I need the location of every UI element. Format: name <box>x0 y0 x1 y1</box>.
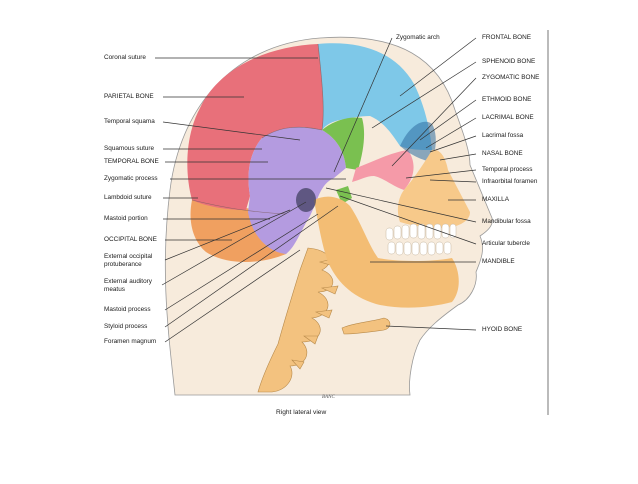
label-nasal-bone: NASAL BONE <box>482 150 523 158</box>
label-text-line2: protuberance <box>104 261 142 268</box>
label-text: Articular tubercle <box>482 240 530 247</box>
label-sphenoid-bone: SPHENOID BONE <box>482 58 535 66</box>
label-zygomatic-arch: Zygomatic arch <box>396 34 440 42</box>
leaders-left <box>155 57 346 343</box>
teeth <box>385 223 457 256</box>
label-text: Temporal process <box>482 166 533 173</box>
label-styloid-process: Styloid process <box>104 323 147 331</box>
parietal-region <box>187 44 324 210</box>
label-text: Squamous suture <box>104 145 155 152</box>
label-lambdoid-suture: Lambdoid suture <box>104 194 152 202</box>
label-text-line2: meatus <box>104 286 125 293</box>
label-lacrimal-bone: LACRIMAL BONE <box>482 114 534 122</box>
label-text: PARIETAL BONE <box>104 93 154 100</box>
label-text: Zygomatic arch <box>396 34 440 41</box>
label-ethmoid-bone: ETHMOID BONE <box>482 96 531 104</box>
label-occipital-bone: OCCIPITAL BONE <box>104 236 157 244</box>
label-text: Lacrimal fossa <box>482 132 524 139</box>
label-parietal-bone: PARIETAL BONE <box>104 93 154 101</box>
label-text: HYOID BONE <box>482 326 523 333</box>
frontal-region <box>318 43 432 151</box>
label-text: NASAL BONE <box>482 150 523 157</box>
label-infraorbital-foramen: Infraorbital foramen <box>482 178 537 186</box>
label-text: External occipital <box>104 253 153 260</box>
auditory-meatus <box>296 188 316 212</box>
label-text: ETHMOID BONE <box>482 96 532 103</box>
suture-lines <box>191 43 324 215</box>
label-maxilla: MAXILLA <box>482 196 509 204</box>
label-text: SPHENOID BONE <box>482 58 536 65</box>
orbit <box>400 121 436 162</box>
label-text: Mastoid process <box>104 306 151 313</box>
label-zygomatic-bone: ZYGOMATIC BONE <box>482 74 539 82</box>
illustrator-credit: BANC <box>322 395 335 400</box>
label-foramen-magnum: Foramen magnum <box>104 338 156 346</box>
temporal-region <box>248 127 346 254</box>
label-text: MANDIBLE <box>482 258 515 265</box>
label-text: Infraorbital foramen <box>482 178 538 185</box>
label-text: Styloid process <box>104 323 148 330</box>
mandible-region <box>314 196 459 308</box>
label-text: Temporal squama <box>104 118 155 125</box>
figure-caption: Right lateral view <box>276 409 327 416</box>
label-lacrimal-fossa: Lacrimal fossa <box>482 132 523 140</box>
label-text: TEMPORAL BONE <box>104 158 159 165</box>
hyoid <box>341 317 391 335</box>
sphenoid-region <box>322 117 365 170</box>
label-text: OCCIPITAL BONE <box>104 236 157 243</box>
label-text: LACRIMAL BONE <box>482 114 534 121</box>
label-hyoid-bone: HYOID BONE <box>482 326 522 334</box>
label-text: Zygomatic process <box>104 175 158 182</box>
label-text: FRONTAL BONE <box>482 34 531 41</box>
label-text: Foramen magnum <box>104 338 157 345</box>
label-temporal-squama: Temporal squama <box>104 118 155 126</box>
label-text: Mastoid portion <box>104 215 148 222</box>
sphenoid-lower <box>336 186 352 204</box>
label-text: External auditory <box>104 278 152 285</box>
label-frontal-bone: FRONTAL BONE <box>482 34 531 42</box>
label-mastoid-process: Mastoid process <box>104 306 151 314</box>
label-zygomatic-process: Zygomatic process <box>104 175 158 183</box>
label-temporal-bone: TEMPORAL BONE <box>104 158 159 166</box>
label-coronal-suture: Coronal suture <box>104 54 146 62</box>
label-mastoid-portion: Mastoid portion <box>104 215 148 223</box>
label-text: Coronal suture <box>104 54 146 61</box>
label-mandibular-fossa: Mandibular fossa <box>482 218 531 226</box>
label-temporal-process: Temporal process <box>482 166 532 174</box>
label-text: ZYGOMATIC BONE <box>482 74 540 81</box>
label-text: MAXILLA <box>482 196 509 203</box>
label-articular-tubercle: Articular tubercle <box>482 240 530 248</box>
leaders-right <box>325 37 477 331</box>
label-text: Mandibular fossa <box>482 218 531 225</box>
label-text: Lambdoid suture <box>104 194 152 201</box>
label-squamous-suture: Squamous suture <box>104 145 154 153</box>
label-mandible: MANDIBLE <box>482 258 515 266</box>
